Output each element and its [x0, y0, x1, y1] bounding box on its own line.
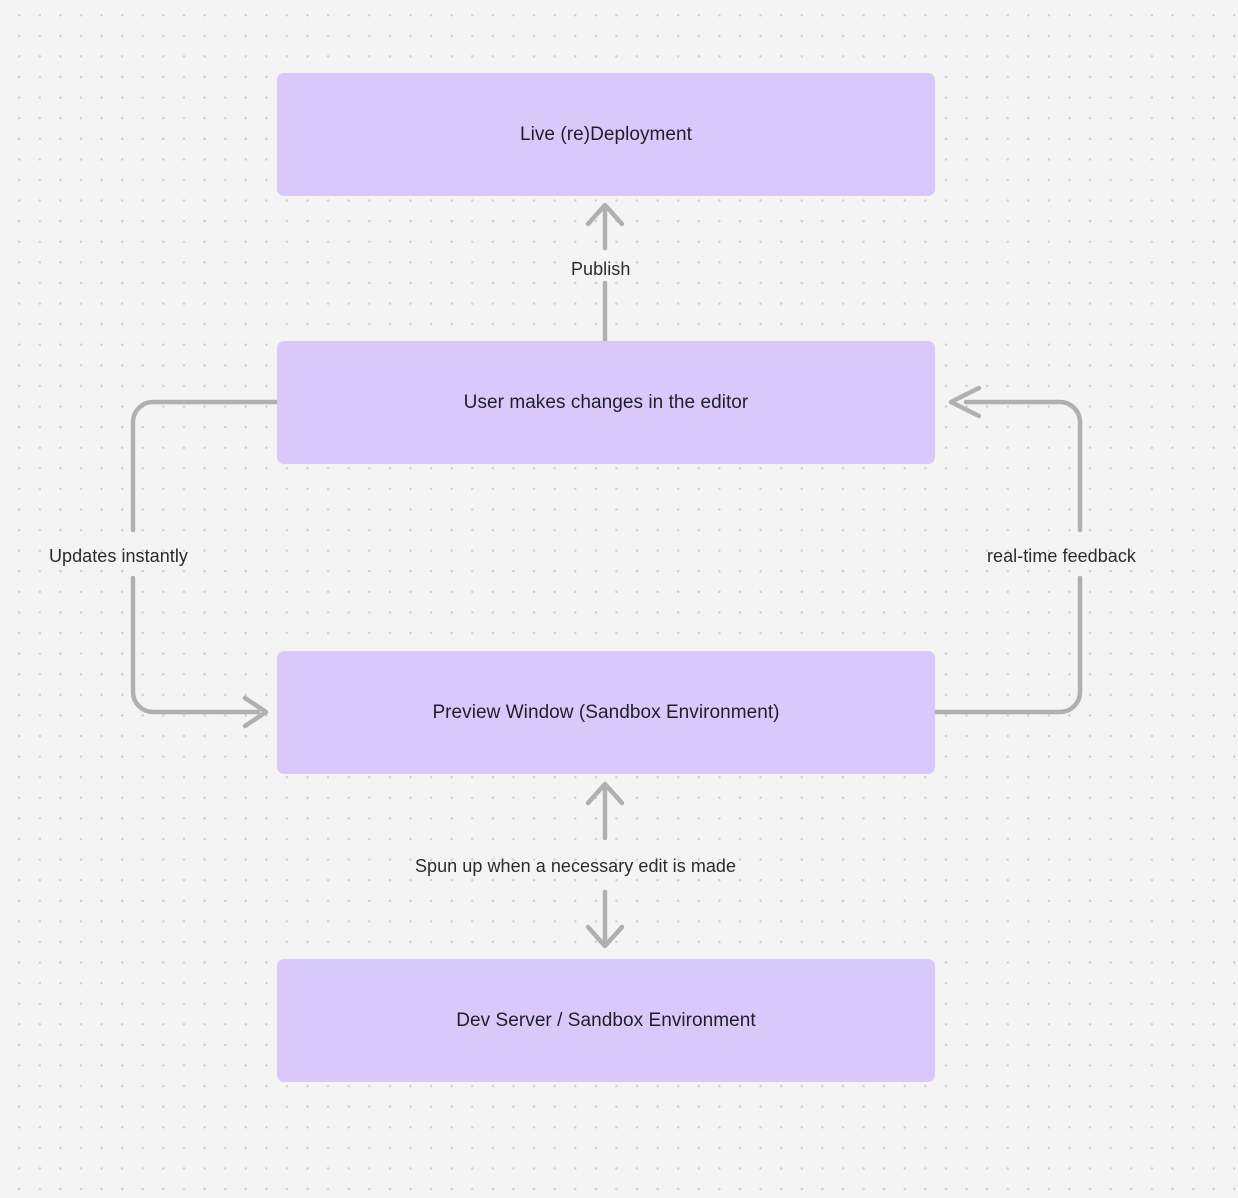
node-preview-window-label: Preview Window (Sandbox Environment)	[432, 701, 780, 723]
node-user-makes-changes[interactable]: User makes changes in the editor	[277, 341, 935, 464]
node-live-redeployment-label: Live (re)Deployment	[519, 123, 692, 145]
edge-label-real-time-feedback: real-time feedback	[987, 546, 1136, 566]
node-preview-window[interactable]: Preview Window (Sandbox Environment)	[277, 651, 935, 774]
edge-label-spun-up: Spun up when a necessary edit is made	[415, 856, 737, 876]
node-live-redeployment[interactable]: Live (re)Deployment	[277, 73, 935, 196]
node-dev-server-label: Dev Server / Sandbox Environment	[456, 1009, 756, 1031]
node-dev-server[interactable]: Dev Server / Sandbox Environment	[277, 959, 935, 1082]
edge-label-publish: Publish	[571, 259, 631, 279]
node-user-makes-changes-label: User makes changes in the editor	[463, 391, 749, 413]
edge-label-updates-instantly: Updates instantly	[49, 546, 188, 566]
